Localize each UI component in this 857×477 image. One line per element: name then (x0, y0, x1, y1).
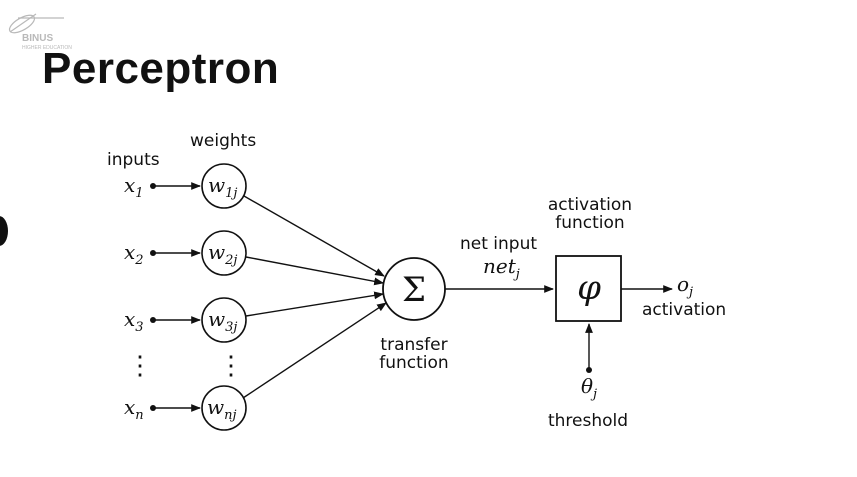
activation-label: activation (642, 300, 726, 320)
weight-node-1 (201, 163, 247, 209)
input-row-2: x2 w2j (124, 230, 247, 276)
weight-to-sum-arrow-n (242, 302, 387, 399)
weights-label: weights (190, 131, 256, 151)
slide-edge-bullet (0, 216, 8, 246)
input-node-1 (150, 183, 156, 189)
input-node-2 (150, 250, 156, 256)
logo-emblem-icon (8, 13, 64, 34)
weights-ellipsis: ⋮ (218, 351, 244, 381)
inputs-label: inputs (107, 150, 160, 170)
sigma-symbol: Σ (402, 270, 426, 310)
input-x3-label: x3 (124, 307, 144, 335)
threshold-label: threshold (548, 411, 628, 431)
input-xn-label: xn (124, 395, 144, 423)
input-x2-label: x2 (124, 240, 144, 268)
input-node-3 (150, 317, 156, 323)
weight-node-n (201, 385, 247, 431)
logo-brand-text: BINUS (22, 33, 53, 44)
activation-function-label-line2: function (555, 213, 624, 233)
input-row-1: x1 w1j (124, 163, 247, 209)
phi-symbol: φ (577, 268, 601, 308)
input-node-n (150, 405, 156, 411)
transfer-function-label-line2: function (379, 353, 448, 373)
weight-w3j-label: w3j (208, 307, 237, 335)
transfer-function-label-line1: transfer (380, 335, 447, 355)
theta-j-label: θj (581, 374, 597, 402)
weight-to-sum-arrow-2 (245, 256, 384, 286)
input-row-3: x3 w3j (124, 297, 247, 343)
output-oj-label: oj (677, 272, 693, 300)
logo-subtitle-text: HIGHER EDUCATION (22, 45, 72, 51)
activation-function-box (555, 255, 622, 322)
input-row-n: xn wnj (124, 385, 247, 431)
binus-logo: BINUS HIGHER EDUCATION (8, 13, 72, 51)
weight-node-3 (201, 297, 247, 343)
inputs-ellipsis: ⋮ (127, 351, 153, 381)
activation-function-label-line1: activation (548, 195, 632, 215)
net-j-label: netj (483, 254, 520, 282)
weight-w2j-label: w2j (208, 240, 237, 268)
weight-to-sum-arrow-1 (243, 195, 385, 277)
page-title: Perceptron (42, 44, 280, 93)
weight-w1j-label: w1j (208, 173, 237, 201)
weight-node-2 (201, 230, 247, 276)
threshold-node (586, 367, 592, 373)
weight-wnj-label: wnj (207, 395, 237, 423)
weight-to-sum-arrow-3 (245, 291, 384, 317)
input-x1-label: x1 (124, 173, 144, 201)
net-input-label: net input (460, 234, 537, 254)
